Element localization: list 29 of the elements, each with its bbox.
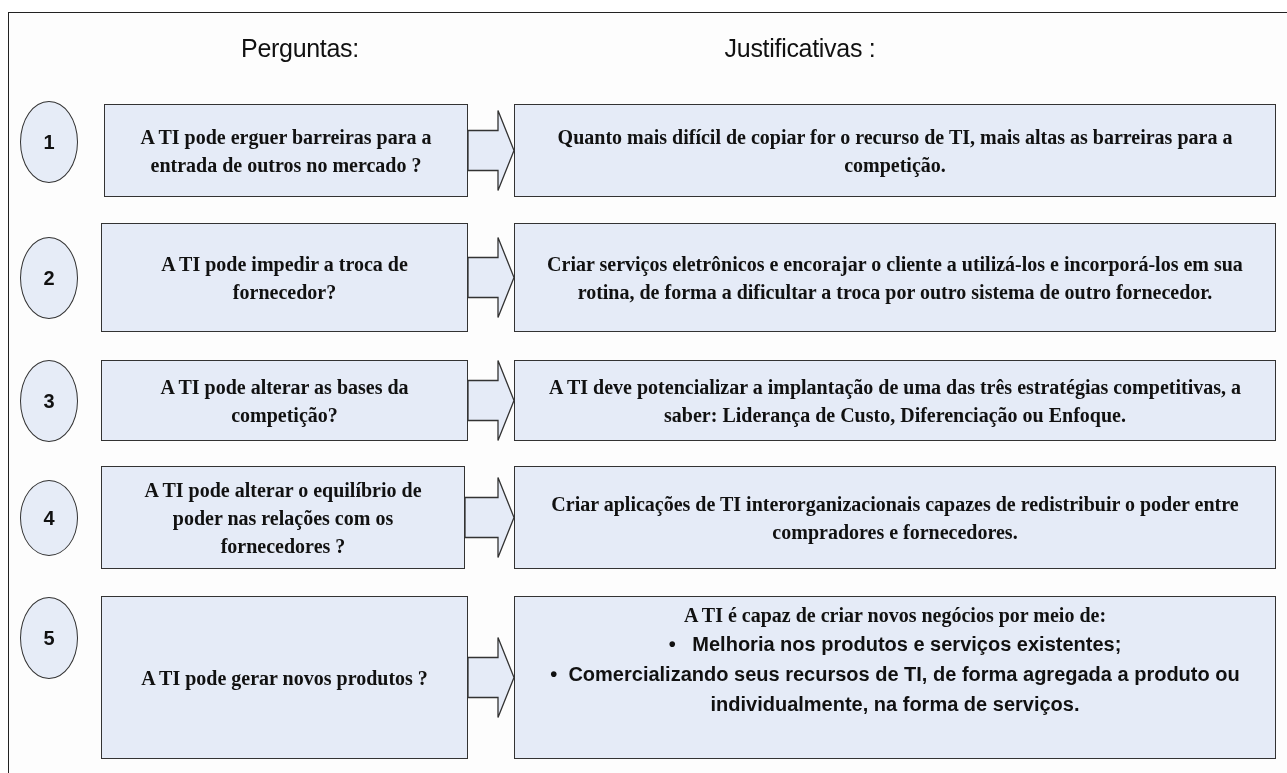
justification-text: Criar serviços eletrônicos e encorajar o cliente a utilizá-los e incorporá-los em sua rotina, de forma a dificultar a troca por outro sistema de outro fornecedor. <box>546 251 1244 306</box>
question-text: A TI pode alterar o equilíbrio de poder nas relações com os fornecedores ? <box>143 477 423 559</box>
question-box <box>101 360 468 441</box>
justification-box <box>514 223 1276 332</box>
block-arrow <box>467 236 515 319</box>
question-box <box>101 466 465 569</box>
question-text: A TI pode gerar novos produtos ? <box>141 665 428 692</box>
question-text: A TI pode erguer barreiras para a entrada de outros no mercado ? <box>139 124 433 178</box>
justification-text: A TI é capaz de criar novos negócios por meio de: <box>683 603 1107 629</box>
block-arrow <box>467 636 515 719</box>
question-text: A TI pode impedir a troca de fornecedor? <box>160 251 409 305</box>
justification-box <box>514 360 1276 441</box>
column-heading: Justificativas : <box>724 34 876 63</box>
block-arrow <box>467 359 515 442</box>
justification-box <box>514 104 1276 197</box>
bullet-item: • Comercializando seus recursos de TI, de forma agregada a produto ou individualmente, na forma de serviços. <box>549 662 1241 717</box>
question-box <box>101 596 468 759</box>
justification-box <box>514 466 1276 569</box>
justification-text: Quanto mais difícil de copiar for o recurso de TI, mais altas as barreiras para a competição. <box>556 124 1234 179</box>
column-heading: Perguntas: <box>241 34 359 63</box>
block-arrow <box>464 476 515 559</box>
justification-text: A TI deve potencializar a implantação de uma das três estratégias competitivas, a saber: Liderança de Custo, Diferenciação ou Enfoque. <box>548 374 1242 429</box>
justification-text: Criar aplicações de TI interorganizacionais capazes de redistribuir o poder entre compradores e fornecedores. <box>550 491 1240 546</box>
question-text: A TI pode alterar as bases da competição? <box>159 374 410 429</box>
justification-box <box>514 596 1276 759</box>
block-arrow <box>467 109 515 192</box>
question-box <box>101 223 468 332</box>
bullet-item: • Melhoria nos produtos e serviços existentes; <box>668 632 1122 657</box>
question-box <box>104 104 468 197</box>
